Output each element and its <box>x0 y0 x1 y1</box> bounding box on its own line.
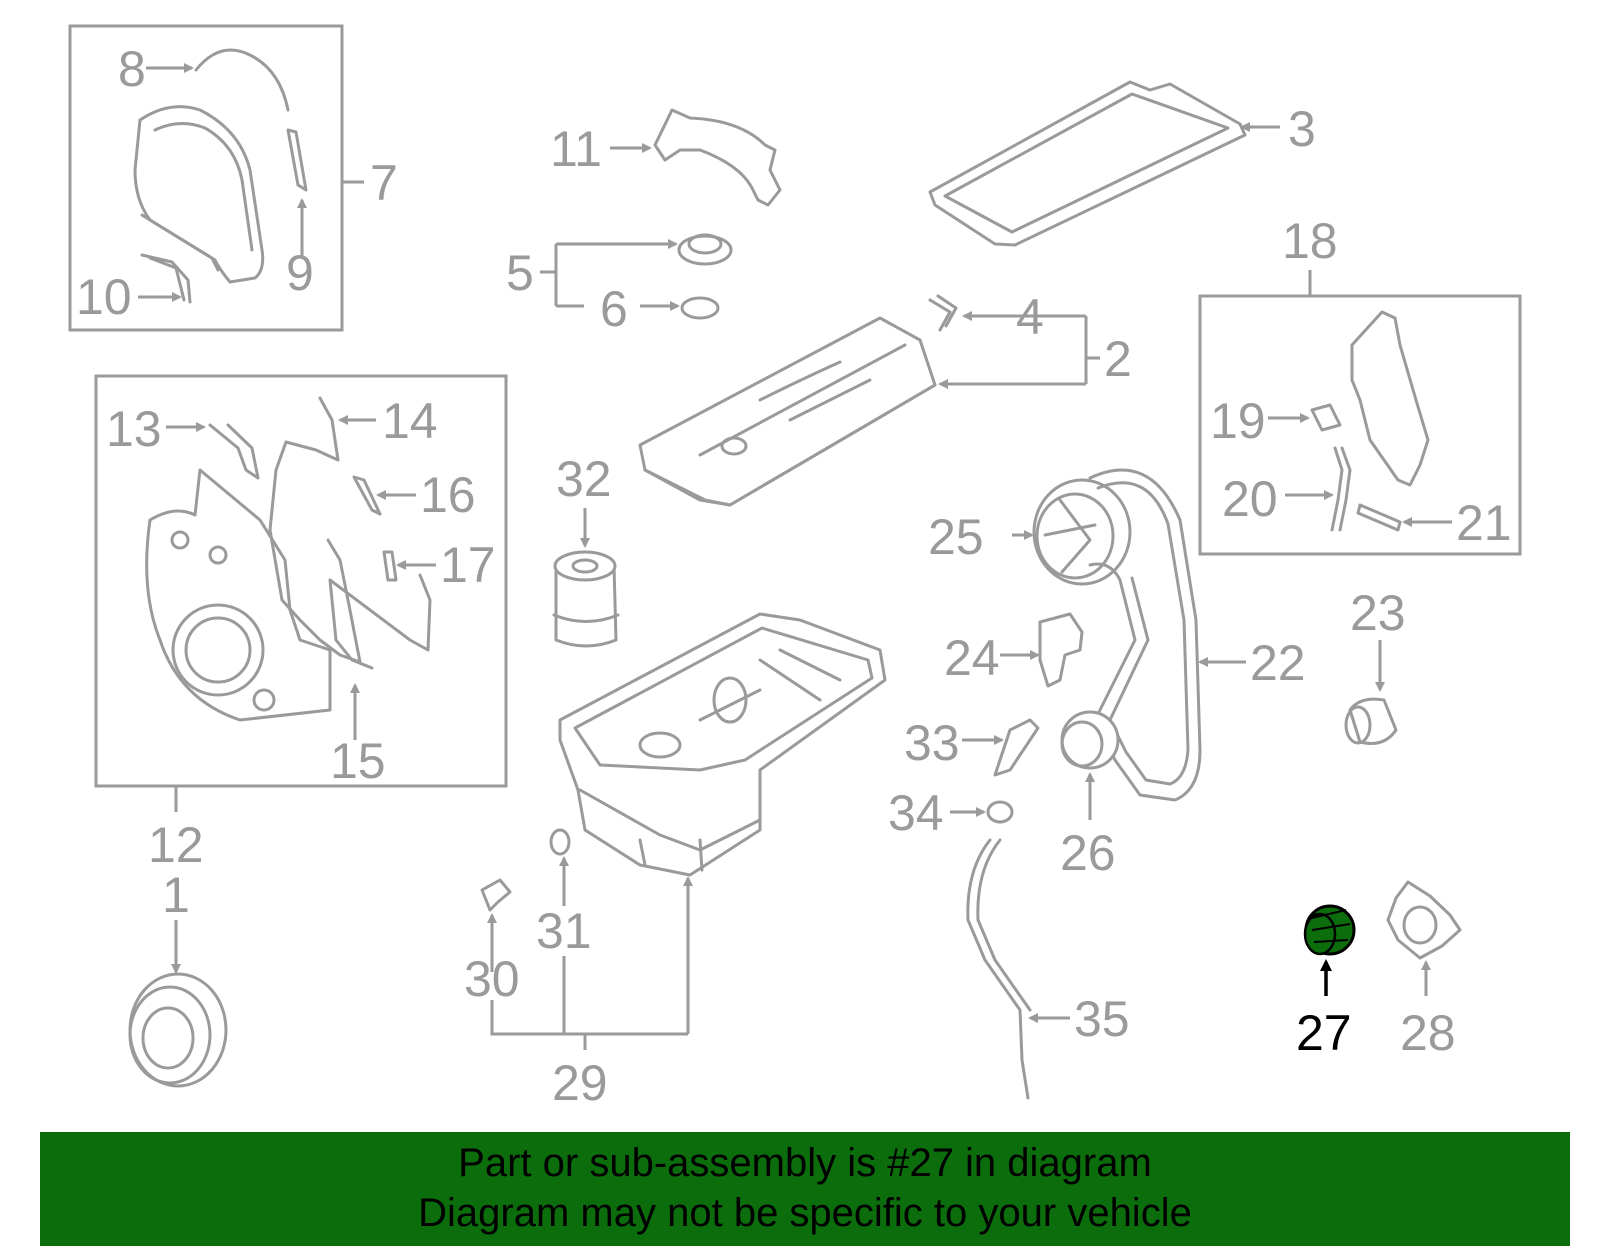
gasket-15[interactable] <box>328 573 432 670</box>
dipstick-35[interactable] <box>966 838 1032 1100</box>
callout-12: 12 <box>148 817 204 873</box>
callout-32: 32 <box>556 451 612 507</box>
timing-cover-lower[interactable] <box>145 468 332 722</box>
bushing-23[interactable] <box>1344 697 1398 745</box>
callout-19: 19 <box>1210 393 1266 449</box>
callout-33: 33 <box>904 715 960 771</box>
callout-17: 17 <box>440 537 496 593</box>
idler-pulley[interactable] <box>1060 710 1120 770</box>
callout-29: 29 <box>552 1055 608 1111</box>
callout-8: 8 <box>118 41 146 97</box>
parts-diagram: 8 9 10 7 13 14 16 17 15 12 1 11 <box>68 24 1522 1111</box>
callout-15: 15 <box>330 733 386 789</box>
callout-31: 31 <box>536 903 592 959</box>
callout-5: 5 <box>506 245 534 301</box>
o-ring-34[interactable] <box>986 800 1014 824</box>
callout-6: 6 <box>600 281 628 337</box>
callout-2: 2 <box>1104 331 1132 387</box>
footer-line-1: Part or sub-assembly is #27 in diagram <box>458 1141 1152 1185</box>
seal-16[interactable] <box>352 475 382 516</box>
group-box-7 <box>68 24 344 332</box>
callout-28: 28 <box>1400 1005 1456 1061</box>
footer-banner: Part or sub-assembly is #27 in diagram D… <box>40 1132 1570 1246</box>
highlighted-part-27[interactable] <box>1303 904 1356 956</box>
callout-35: 35 <box>1074 991 1130 1047</box>
callout-11: 11 <box>550 121 602 177</box>
seal-20[interactable] <box>1330 446 1352 532</box>
clip-19[interactable] <box>1310 403 1342 432</box>
seal-17[interactable] <box>382 550 398 582</box>
callout-34: 34 <box>888 785 944 841</box>
valve-cover[interactable] <box>638 316 937 507</box>
callout-26: 26 <box>1060 825 1116 881</box>
oil-filter[interactable] <box>552 550 620 648</box>
seal-8[interactable] <box>194 48 290 112</box>
bracket-11[interactable] <box>653 108 782 207</box>
timing-belt[interactable] <box>1088 468 1202 802</box>
seal-21[interactable] <box>1356 503 1402 532</box>
valve-cover-gasket[interactable] <box>928 80 1247 247</box>
cam-sprocket[interactable] <box>1032 478 1132 586</box>
callout-18: 18 <box>1282 213 1338 269</box>
gasket-13[interactable] <box>208 423 260 480</box>
callout-20: 20 <box>1222 471 1278 527</box>
dipstick-tube-33[interactable] <box>993 718 1040 777</box>
callout-24: 24 <box>944 630 1000 686</box>
callout-7: 7 <box>370 155 398 211</box>
oil-filler-cap[interactable] <box>677 233 733 266</box>
callout-16: 16 <box>420 467 476 523</box>
oil-pan[interactable] <box>558 612 887 877</box>
timing-cover-upper[interactable] <box>133 105 265 284</box>
callout-4: 4 <box>1016 289 1044 345</box>
crankshaft-pulley[interactable] <box>128 972 228 1088</box>
timing-belt-cover-18[interactable] <box>1350 310 1430 487</box>
drain-plug-30[interactable] <box>480 878 512 912</box>
callout-1: 1 <box>162 867 190 923</box>
callout-22: 22 <box>1250 635 1306 691</box>
seal-9[interactable] <box>286 128 308 192</box>
belt-tensioner[interactable] <box>1038 612 1084 688</box>
group-box-18 <box>1198 294 1522 556</box>
cover-plate-28[interactable] <box>1386 880 1462 960</box>
callout-10: 10 <box>76 269 132 325</box>
callout-30: 30 <box>464 951 520 1007</box>
callout-21: 21 <box>1456 495 1512 551</box>
callout-3: 3 <box>1288 101 1316 157</box>
group-box-12 <box>94 374 508 788</box>
callout-13: 13 <box>106 401 162 457</box>
callout-23: 23 <box>1350 585 1406 641</box>
callout-14: 14 <box>382 393 438 449</box>
gasket-14[interactable] <box>268 396 362 664</box>
callout-9: 9 <box>286 245 314 301</box>
o-ring-6[interactable] <box>680 296 720 320</box>
grommet-4[interactable] <box>928 294 958 332</box>
washer-31[interactable] <box>549 828 571 856</box>
callout-27: 27 <box>1296 1005 1352 1061</box>
seal-10[interactable] <box>140 253 192 304</box>
callout-25: 25 <box>928 509 984 565</box>
footer-line-2: Diagram may not be specific to your vehi… <box>418 1191 1192 1235</box>
